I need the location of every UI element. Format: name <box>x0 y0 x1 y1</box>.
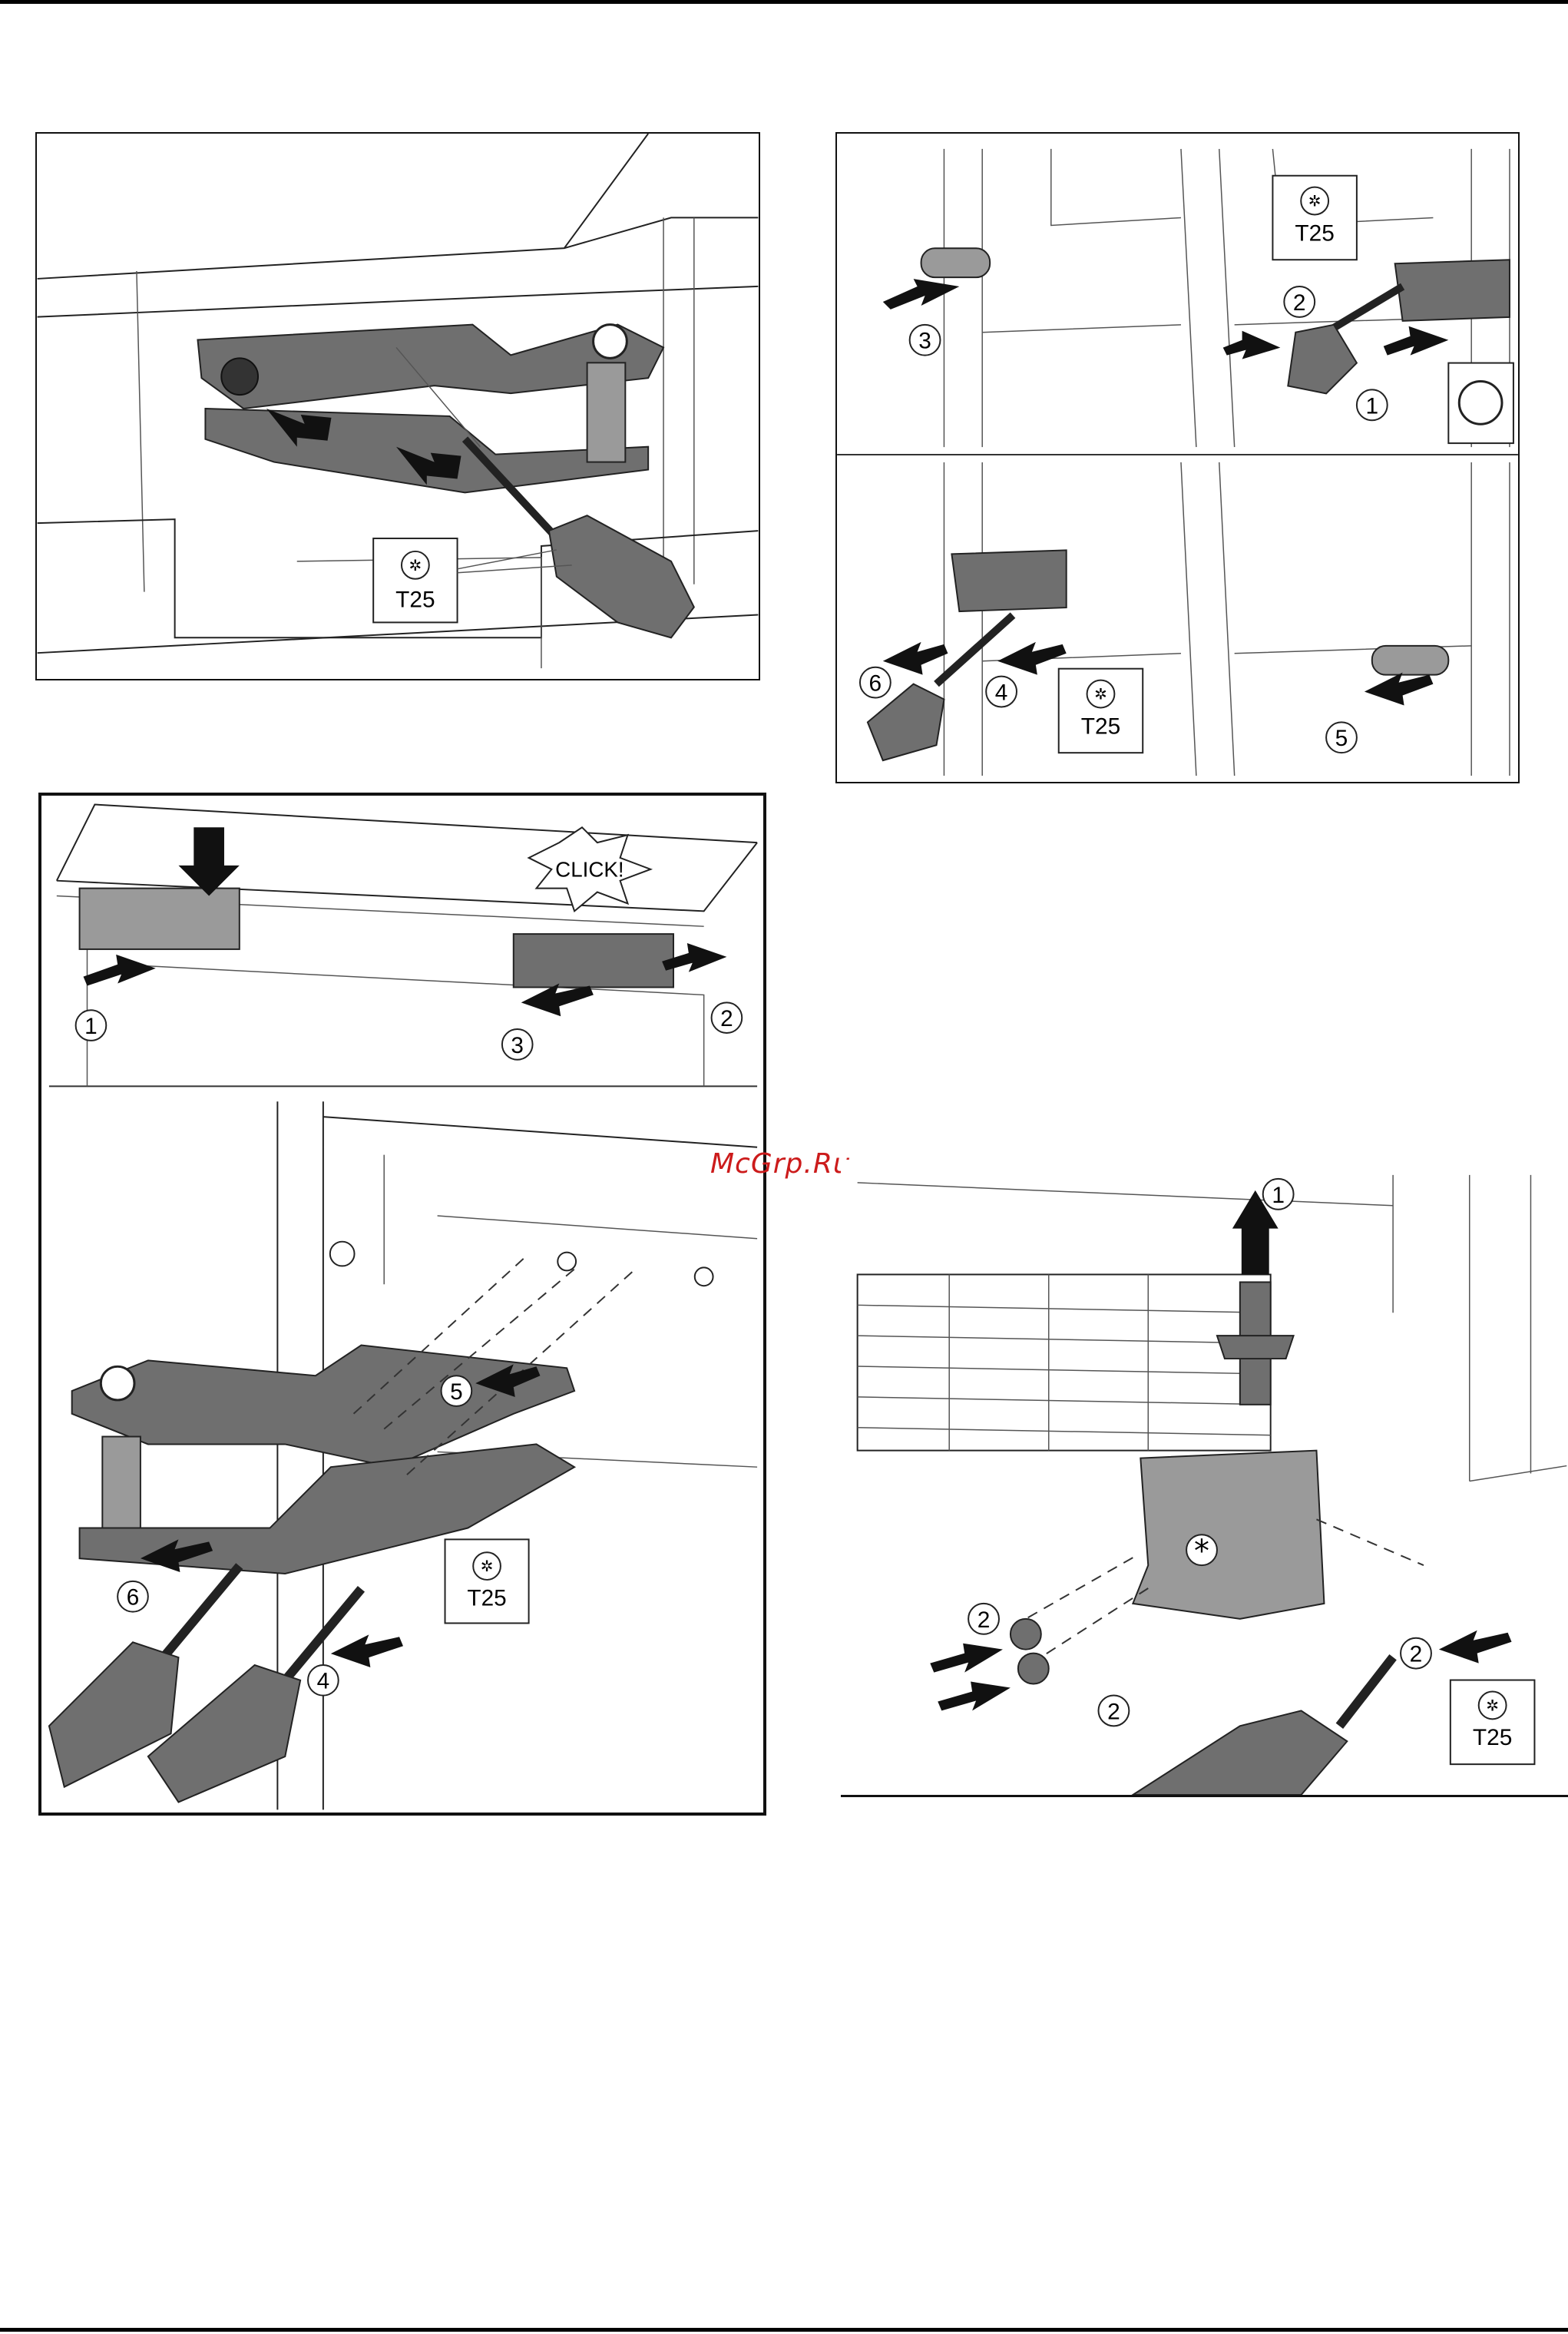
vent-grille <box>858 1274 1271 1450</box>
svg-text:✲: ✲ <box>409 557 422 574</box>
watermark: McGrp.Ru <box>710 1148 852 1180</box>
door-stop-cover-relocated <box>1372 646 1449 675</box>
callout-5: 5 <box>450 1379 463 1405</box>
callout-5: 5 <box>1335 726 1348 751</box>
arrow-cover-in <box>1365 673 1434 706</box>
callout-1: 1 <box>1272 1183 1285 1208</box>
callout-4: 4 <box>317 1669 330 1694</box>
top-rule <box>0 0 1568 4</box>
svg-text:✲: ✲ <box>1094 686 1107 704</box>
arrow-screw-out-2 <box>938 1682 1011 1711</box>
arrow-screw-out-1 <box>930 1644 1003 1673</box>
callout-2: 2 <box>1293 290 1306 316</box>
screwdriver-handle <box>549 515 694 637</box>
screwdriver-handle <box>1133 1710 1347 1795</box>
star-marker-icon: * <box>1194 1534 1209 1569</box>
callout-6: 6 <box>127 1585 140 1611</box>
arrow-remove-cover <box>883 279 960 310</box>
figure-hinge-removal: ✲ T25 <box>35 132 760 680</box>
callout-2-b: 2 <box>1107 1699 1120 1724</box>
callout-2-a: 2 <box>978 1607 991 1633</box>
torx-label-box <box>1451 1680 1535 1765</box>
tool-label-top: T25 <box>1295 220 1334 246</box>
hinge-pin-hole <box>594 325 627 359</box>
tool-label: T25 <box>395 588 435 613</box>
tool-label: T25 <box>467 1586 506 1611</box>
bottom-hinge-bracket <box>1133 1451 1324 1619</box>
arrow-screw-out <box>1223 331 1281 359</box>
figure-hinge-remount: CLICK! 1 2 3 5 6 4 ✲ T25 <box>38 793 766 1816</box>
callout-1: 1 <box>84 1014 98 1039</box>
arrow-press-down <box>178 827 239 896</box>
figure-hinge-remount-drawing: CLICK! 1 2 3 5 6 4 ✲ T25 <box>41 796 763 1813</box>
arrow-screw-in-right <box>331 1634 403 1667</box>
svg-text:✲: ✲ <box>481 1558 494 1575</box>
svg-text:✲: ✲ <box>1486 1697 1499 1714</box>
screw-head <box>221 358 258 395</box>
hinge-pin <box>587 363 626 462</box>
figure-door-stop-swap: 3 2 1 ✲ T25 6 4 5 ✲ T25 <box>835 132 1520 783</box>
torx-label-box-top <box>1272 176 1356 260</box>
figure-bottom-hinge: 1 * 2 2 2 ✲ T25 <box>841 1160 1568 1797</box>
callout-2: 2 <box>720 1006 733 1031</box>
bottom-rule <box>0 2328 1568 2332</box>
tool-label-bottom: T25 <box>1081 713 1120 739</box>
figure-bottom-hinge-drawing: 1 * 2 2 2 ✲ T25 <box>841 1160 1568 1795</box>
door-stop-cover <box>921 248 991 277</box>
door-stop-block-relocated <box>951 550 1066 611</box>
callout-3: 3 <box>511 1033 524 1058</box>
arrow-push-in <box>521 984 594 1017</box>
torx-label-box-bottom <box>1059 669 1143 753</box>
callout-6: 6 <box>869 671 882 697</box>
arrow-pull-left <box>84 955 156 986</box>
callout-4: 4 <box>995 680 1008 706</box>
callout-1: 1 <box>1365 393 1378 419</box>
figure-hinge-removal-drawing: ✲ T25 <box>37 134 759 679</box>
arrow-screw-out-3 <box>1439 1630 1512 1664</box>
screwdriver-handle-top <box>1288 325 1357 394</box>
arrow-stop-in <box>883 642 948 675</box>
svg-text:✲: ✲ <box>1308 193 1322 210</box>
cover-cap-right <box>514 934 673 987</box>
callout-3: 3 <box>918 329 931 354</box>
arrow-stop-out <box>1384 326 1449 356</box>
tool-label: T25 <box>1473 1725 1512 1750</box>
click-text: CLICK! <box>555 858 624 882</box>
cover-cap-left <box>80 889 240 949</box>
door-stop-block <box>1395 260 1510 321</box>
figure-door-stop-swap-drawing: 3 2 1 ✲ T25 6 4 5 ✲ T25 <box>837 134 1518 782</box>
callout-2-c: 2 <box>1410 1642 1423 1667</box>
